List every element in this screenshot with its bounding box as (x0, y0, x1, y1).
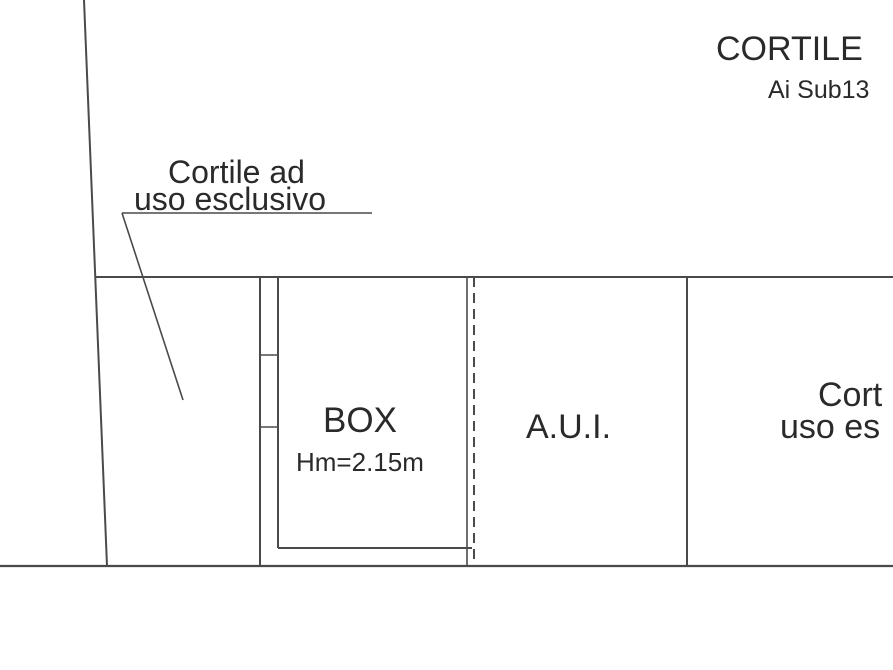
left-boundary-line (83, 0, 108, 567)
cortile-sub-label: Ai Sub13 (768, 76, 869, 104)
box-label: BOX (323, 401, 397, 440)
cortile-title-label: CORTILE (716, 30, 863, 68)
box-height-label: Hm=2.15m (296, 447, 424, 477)
cortile-right-label-2: uso es (780, 408, 880, 446)
label-leader-line (121, 212, 184, 401)
aui-label: A.U.I. (526, 408, 611, 446)
cortile-right-label-1: Cort (818, 376, 883, 414)
uso-esclusivo-label: uso esclusivo (134, 181, 326, 217)
cortile-ad-label: Cortile ad (168, 154, 305, 190)
